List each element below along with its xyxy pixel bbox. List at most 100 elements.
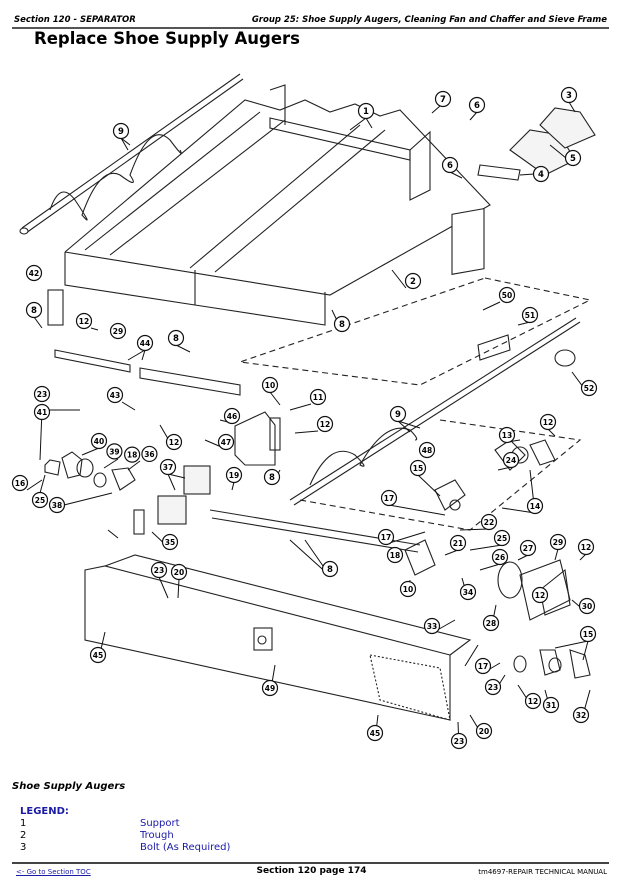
section-toc-link[interactable]: <- Go to Section TOC [16,868,91,876]
callout-2: 2 [404,272,422,290]
callout-circle [217,433,235,451]
callout-number: 17 [381,533,391,542]
callout-circle [418,441,436,459]
callout-number: 13 [502,431,512,440]
callout-4: 4 [532,165,550,183]
legend-description: Trough [140,830,174,841]
callout-50: 50 [498,286,516,304]
callout-circle [409,459,427,477]
callout-number: 35 [165,538,175,547]
callout-36: 36 [141,445,158,463]
callout-number: 15 [413,464,423,473]
callout-31: 31 [542,696,560,714]
header-divider [12,27,609,29]
callout-number: 7 [440,95,446,105]
callout-number: 4 [538,170,544,180]
callout-number: 31 [546,701,556,710]
callout-number: 1 [363,107,369,117]
callout-circle [333,315,351,333]
callout-circle [109,322,127,340]
callout-number: 12 [79,317,89,326]
leader-lines [26,101,591,749]
callout-number: 6 [474,101,480,111]
callout-number: 11 [313,393,323,402]
callout-45: 45 [89,646,107,664]
callout-6: 6 [441,156,459,174]
callout-12: 12 [316,415,334,433]
callout-circle [577,538,595,556]
callout-number: 29 [553,538,563,547]
legend-row: 1 Support [20,818,230,830]
callout-circle [112,122,130,140]
callout-12: 12 [531,586,549,604]
callout-circle [161,533,179,551]
callout-circle [459,583,477,601]
callout-number: 29 [113,327,123,336]
callout-28: 28 [482,614,500,632]
callout-number: 23 [154,566,164,575]
callout-circle [316,415,334,433]
callout-circle [106,443,123,460]
callout-number: 50 [502,291,512,300]
callout-circle [263,468,281,486]
legend-number: 1 [20,818,27,829]
callout-circle [136,334,154,352]
callout-number: 20 [479,727,489,736]
callout-number: 9 [118,127,124,137]
callout-number: 30 [582,602,592,611]
callout-number: 19 [229,471,239,480]
callout-number: 23 [454,737,464,746]
callout-number: 23 [37,390,47,399]
callout-circle [357,102,375,120]
callout-circle [564,149,582,167]
callout-number: 14 [530,502,540,511]
callout-number: 52 [584,384,594,393]
callout-20: 20 [170,563,188,581]
callout-10: 10 [399,580,417,598]
drive-components [404,439,591,679]
callout-circle [33,403,51,421]
callout-circle [434,90,452,108]
callout-12: 12 [165,433,183,451]
callout-46: 46 [223,407,241,425]
callout-number: 10 [403,585,413,594]
exploded-parts-diagram: 1234566788888991010111212121212121213141… [11,73,598,750]
callout-number: 12 [528,697,538,706]
footer-divider [12,862,609,864]
section-label: Section 120 - SEPARATOR [14,15,136,25]
callout-circle [450,732,468,750]
callout-circle [531,586,549,604]
callout-44: 44 [136,334,154,352]
lower-frame [84,554,472,721]
callout-circle [404,272,422,290]
callout-circle [389,405,407,423]
bearing-group-left [44,451,136,491]
callout-circle [75,312,93,330]
legend-row: 3 Bolt (As Required) [20,842,230,854]
callout-29: 29 [549,533,567,551]
callout-37: 37 [159,458,177,476]
callout-number: 8 [173,334,179,344]
callout-number: 26 [495,553,505,562]
callout-number: 36 [144,450,154,459]
callout-number: 12 [535,591,545,600]
callout-number: 18 [390,551,400,560]
callout-24: 24 [502,451,520,469]
callout-number: 45 [370,729,380,738]
callout-circle [380,489,398,507]
callout-circle [25,264,43,282]
callout-number: 40 [94,437,104,446]
callout-43: 43 [106,386,124,404]
callout-number: 39 [109,447,119,456]
callout-number: 27 [523,544,533,553]
callout-circle [560,86,578,104]
callout-circle [106,386,124,404]
callout-number: 46 [227,412,237,421]
callout-circle [521,306,539,324]
callout-number: 12 [581,543,591,552]
callout-23: 23 [484,678,502,696]
callout-33: 33 [423,617,441,635]
callout-number: 24 [506,456,516,465]
trough-assembly [64,99,491,326]
callout-number: 5 [570,154,576,164]
